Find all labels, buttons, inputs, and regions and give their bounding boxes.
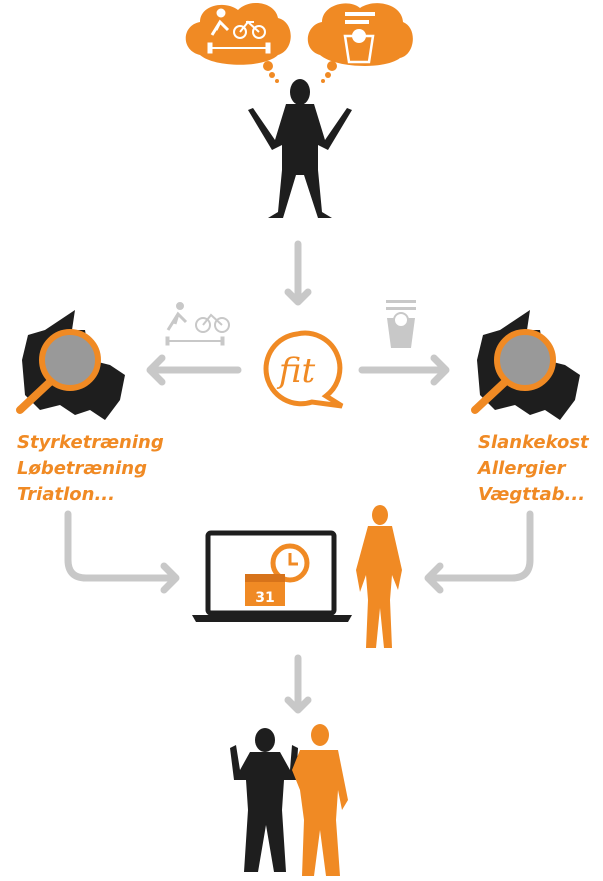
- topic-triathlon: Triatlon...: [17, 484, 115, 505]
- fit-logo: fit: [263, 330, 344, 409]
- confused-person-silhouette: [248, 79, 352, 218]
- exercise-icons: [207, 8, 271, 54]
- arrow-down-to-result: [284, 654, 312, 714]
- clock-icon: [270, 543, 310, 583]
- denmark-map-search-right: [471, 310, 580, 420]
- training-topics-list: Styrketræning Løbetræning Triatlon...: [17, 432, 164, 505]
- arrow-left-to-training: [146, 354, 242, 386]
- diet-topics-list: Slankekost Allergier Vægttab...: [476, 432, 590, 505]
- topic-allergies: Allergier: [476, 458, 567, 479]
- diet-thought-cloud: [307, 3, 413, 83]
- arrow-right-to-laptop: [424, 510, 534, 594]
- topic-weight-loss: Vægttab...: [478, 484, 585, 505]
- fit-person-silhouette: [230, 728, 298, 872]
- topic-diet: Slankekost: [478, 432, 590, 453]
- trainer-result-silhouette: [292, 724, 348, 876]
- arrow-down-to-fit: [284, 240, 312, 306]
- calendar-day: 31: [255, 590, 274, 606]
- topic-running-training: Løbetræning: [17, 458, 147, 479]
- arrow-right-to-diet: [358, 354, 450, 386]
- fit-logo-text: fit: [276, 351, 316, 391]
- exercise-thought-cloud: [185, 3, 291, 83]
- diet-icons-grey: [386, 300, 416, 348]
- topic-strength-training: Styrketræning: [17, 432, 164, 453]
- diet-scale-icon: [343, 12, 375, 64]
- arrow-left-to-laptop: [64, 510, 180, 594]
- training-icons-grey: [165, 302, 230, 346]
- trainer-silhouette: [356, 505, 402, 648]
- calendar-icon: 31: [245, 574, 285, 606]
- laptop-with-schedule: 31: [192, 530, 352, 622]
- denmark-map-search-left: [16, 310, 125, 420]
